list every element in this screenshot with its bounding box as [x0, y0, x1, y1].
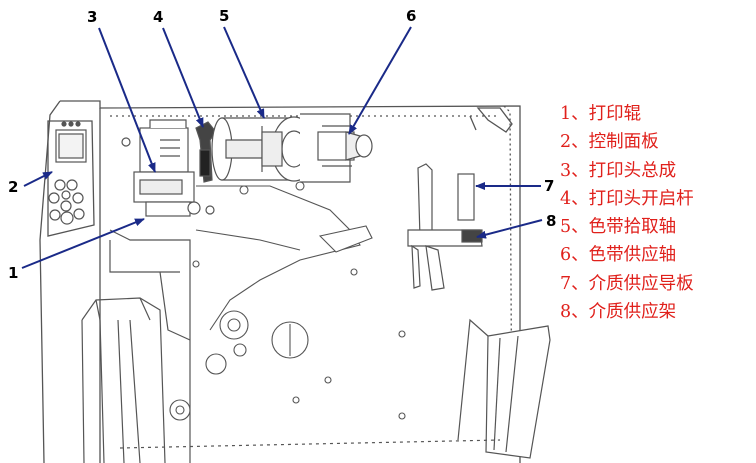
callout-number-8: 8: [546, 212, 556, 230]
legend-item: 6、色带供应轴: [560, 245, 677, 266]
callout-number-4: 4: [153, 8, 163, 26]
callout-number-6: 6: [406, 7, 416, 25]
media-supply-hanger: [407, 163, 483, 291]
callout-line-1: [21, 218, 145, 269]
legend-item: 4、打印头开启杆: [560, 188, 694, 209]
callout-line-5: [223, 26, 265, 119]
ribbon-supply-spindle: [300, 113, 373, 183]
legend-item: 2、控制面板: [560, 132, 659, 153]
callout-number-3: 3: [87, 8, 97, 26]
callout-number-2: 2: [8, 178, 18, 196]
printhead-assembly: [121, 119, 215, 217]
callout-number-5: 5: [219, 7, 229, 25]
lower-chassis: [81, 229, 551, 463]
printhead-open-lever: [195, 121, 217, 183]
callout-line-4: [162, 27, 204, 128]
callout-number-1: 1: [8, 264, 18, 282]
legend-item: 1、打印辊: [560, 104, 642, 124]
callout-line-3: [98, 27, 156, 173]
callout-lines: [21, 26, 543, 269]
callout-number-7: 7: [544, 177, 554, 195]
legend-item: 7、介质供应导板: [560, 273, 694, 294]
legend-item: 8、介质供应架: [560, 302, 677, 323]
callout-line-8: [476, 219, 543, 239]
legend-item: 5、色带拾取轴: [560, 217, 677, 238]
control-panel: [48, 121, 87, 225]
mechanism-plate: [169, 181, 406, 421]
callout-line-2: [23, 171, 53, 187]
callout-line-6: [348, 26, 412, 135]
parts-legend: 1、打印辊 2、控制面板 3、打印头总成 4、打印头开启杆 5、色带拾取轴 6、…: [560, 100, 750, 326]
legend-item: 3、打印头总成: [560, 160, 677, 181]
